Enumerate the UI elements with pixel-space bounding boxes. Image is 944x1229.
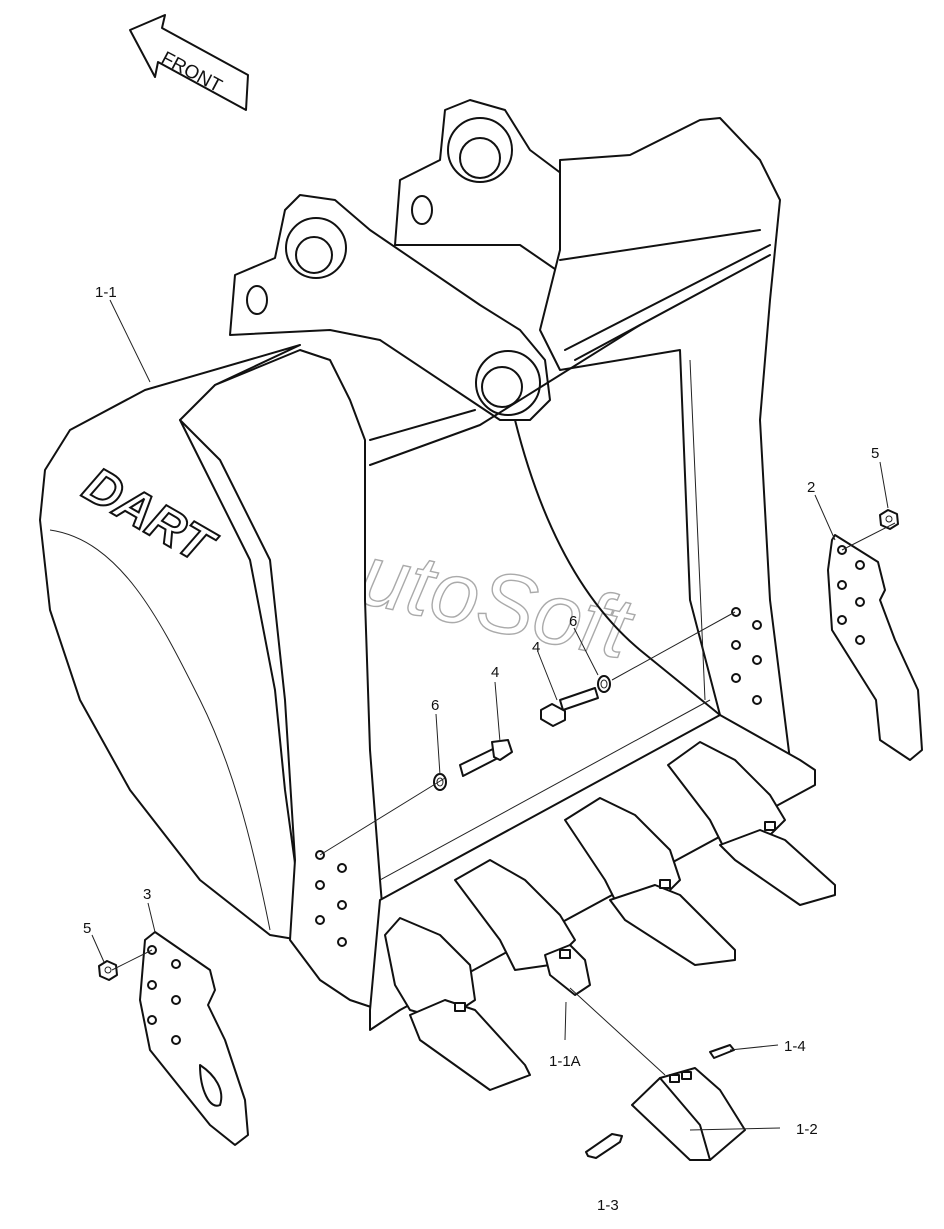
bolt-right bbox=[540, 687, 599, 727]
bucket-teeth bbox=[384, 741, 836, 1091]
tooth-3 bbox=[564, 797, 736, 966]
washer-right bbox=[597, 675, 611, 693]
callout-5-right: 5 bbox=[871, 445, 879, 462]
callout-4-center: 4 bbox=[491, 664, 499, 681]
tooth-pin bbox=[585, 1133, 623, 1159]
nut-left bbox=[98, 960, 118, 981]
callout-labels: 1-1 1-1A 1-2 1-3 1-4 2 3 4 4 5 5 6 6 bbox=[83, 284, 879, 1214]
callout-5-left: 5 bbox=[83, 920, 91, 937]
callout-4-right: 4 bbox=[532, 639, 540, 656]
tooth-2 bbox=[454, 859, 591, 996]
callout-1-1: 1-1 bbox=[95, 284, 117, 301]
callout-2: 2 bbox=[807, 479, 815, 496]
bucket-side-shell: DART bbox=[39, 344, 301, 941]
side-cutter-left bbox=[139, 931, 249, 1146]
callout-1-4: 1-4 bbox=[784, 1038, 806, 1055]
mounting-bracket-front bbox=[229, 194, 641, 466]
tooth-1 bbox=[384, 917, 531, 1091]
callout-1-3: 1-3 bbox=[597, 1197, 619, 1214]
bolt-center bbox=[459, 739, 513, 777]
leader-lines bbox=[91, 299, 889, 1131]
callout-6-right: 6 bbox=[569, 613, 577, 630]
tooth-lock bbox=[709, 1044, 735, 1059]
washer-center bbox=[433, 773, 447, 791]
callout-1-1a: 1-1A bbox=[549, 1053, 581, 1070]
callout-1-2: 1-2 bbox=[796, 1121, 818, 1138]
callout-3: 3 bbox=[143, 886, 151, 903]
side-cutter-right bbox=[827, 534, 923, 761]
callout-6-center: 6 bbox=[431, 697, 439, 714]
bucket-shell-back bbox=[539, 117, 811, 791]
replacement-tooth bbox=[631, 1067, 746, 1161]
tooth-4 bbox=[667, 741, 836, 906]
front-arrow: FRONT bbox=[129, 14, 249, 111]
assembly-lines bbox=[111, 522, 896, 1076]
